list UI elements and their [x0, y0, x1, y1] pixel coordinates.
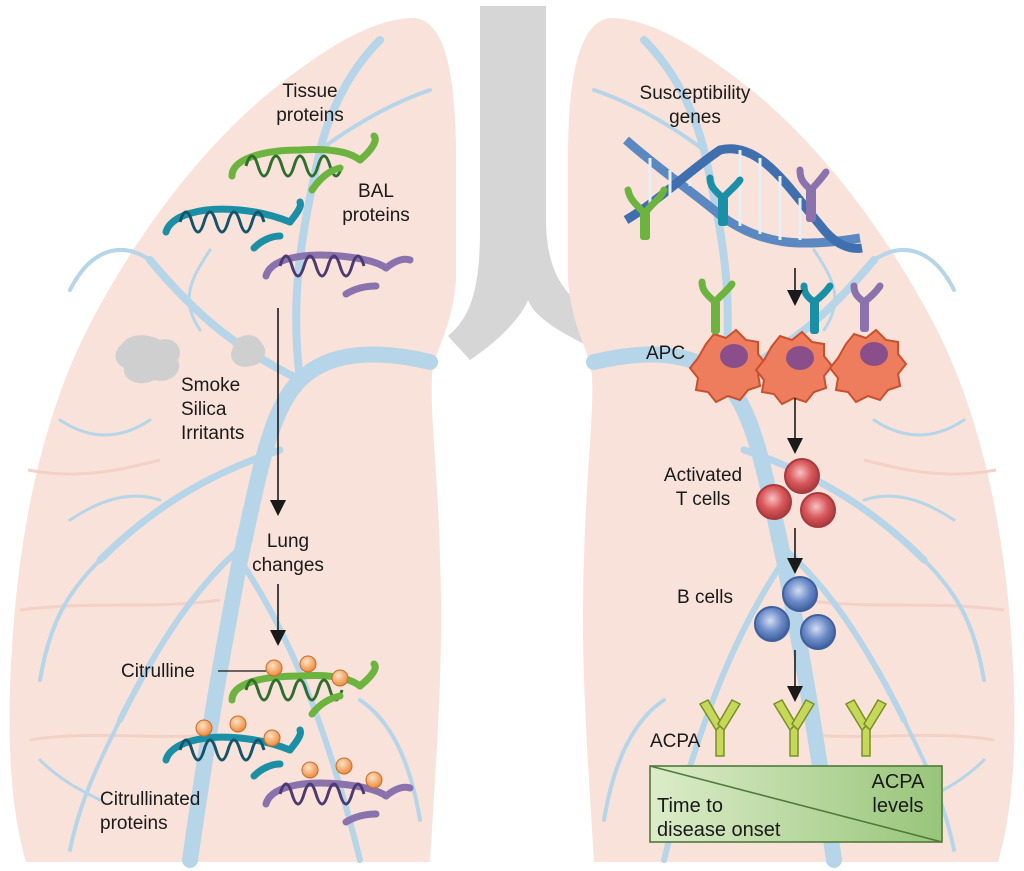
activated-t-cells-label: Activated T cells	[648, 464, 758, 512]
lung-changes-line-1: Lung	[266, 531, 310, 552]
bal-proteins-label: BAL proteins	[330, 180, 422, 228]
activated-t-cells-line-1: Activated	[663, 465, 743, 486]
tissue-proteins-line-1: Tissue	[282, 81, 338, 102]
apc-cell-2	[754, 282, 834, 406]
protein-teal-top	[162, 198, 304, 252]
trachea	[448, 6, 600, 360]
bal-proteins-line-2: proteins	[342, 205, 410, 226]
acpa-time-gradient-box	[649, 765, 943, 843]
susceptibility-genes-line-1: Susceptibility	[639, 83, 751, 104]
irritants-line-2: Silica	[181, 399, 227, 420]
lung-changes-label: Lung changes	[240, 530, 336, 578]
tissue-proteins-line-2: proteins	[276, 105, 344, 126]
time-to-onset-line-1: Time to	[657, 795, 723, 817]
left-lung	[9, 18, 457, 862]
irritants-line-3: Irritants	[181, 423, 245, 444]
receptor-teal-dna	[706, 174, 744, 226]
time-to-onset-label: Time to disease onset	[657, 794, 780, 842]
receptor-purple-dna	[796, 166, 830, 222]
protein-purple-top	[262, 251, 414, 298]
acpa-antibody-1	[698, 699, 742, 757]
bal-proteins-line-1: BAL	[358, 181, 394, 202]
citrullinated-proteins-line-2: proteins	[100, 813, 168, 834]
irritants-line-1: Smoke	[181, 375, 241, 396]
receptor-green-dna	[624, 186, 668, 240]
citrullinated-proteins-label: Citrullinated proteins	[100, 788, 200, 836]
irritant-particles	[115, 335, 266, 384]
citrullinated-protein-teal	[162, 726, 304, 780]
tissue-proteins-label: Tissue proteins	[270, 80, 350, 128]
apc-cell-3	[828, 282, 908, 404]
irritants-label: Smoke Silica Irritants	[181, 374, 244, 446]
acpa-levels-line-1: ACPA	[871, 771, 925, 793]
susceptibility-genes-label: Susceptibility genes	[620, 82, 770, 130]
b-cells-label: B cells	[677, 587, 733, 608]
citrullinated-proteins-line-1: Citrullinated	[100, 789, 201, 810]
apc-cell-1	[688, 278, 768, 404]
protein-green-top	[228, 132, 379, 194]
activated-t-cells-line-2: T cells	[675, 489, 731, 510]
b-cells	[754, 576, 836, 650]
apc-label: APC	[646, 343, 686, 364]
acpa-levels-label: ACPA levels	[860, 770, 936, 818]
susceptibility-genes-line-2: genes	[669, 107, 721, 128]
acpa-antibody-3	[844, 699, 888, 757]
citrulline-label: Citrulline	[121, 661, 195, 682]
acpa-antibody-2	[772, 699, 816, 757]
time-to-onset-line-2: disease onset	[657, 819, 781, 841]
acpa-label: ACPA	[650, 731, 701, 752]
acpa-levels-line-2: levels	[872, 795, 924, 817]
citrullinated-protein-purple	[262, 779, 414, 826]
citrulline-dots	[195, 655, 383, 789]
lung-changes-line-2: changes	[252, 555, 324, 576]
t-cells	[756, 458, 836, 528]
